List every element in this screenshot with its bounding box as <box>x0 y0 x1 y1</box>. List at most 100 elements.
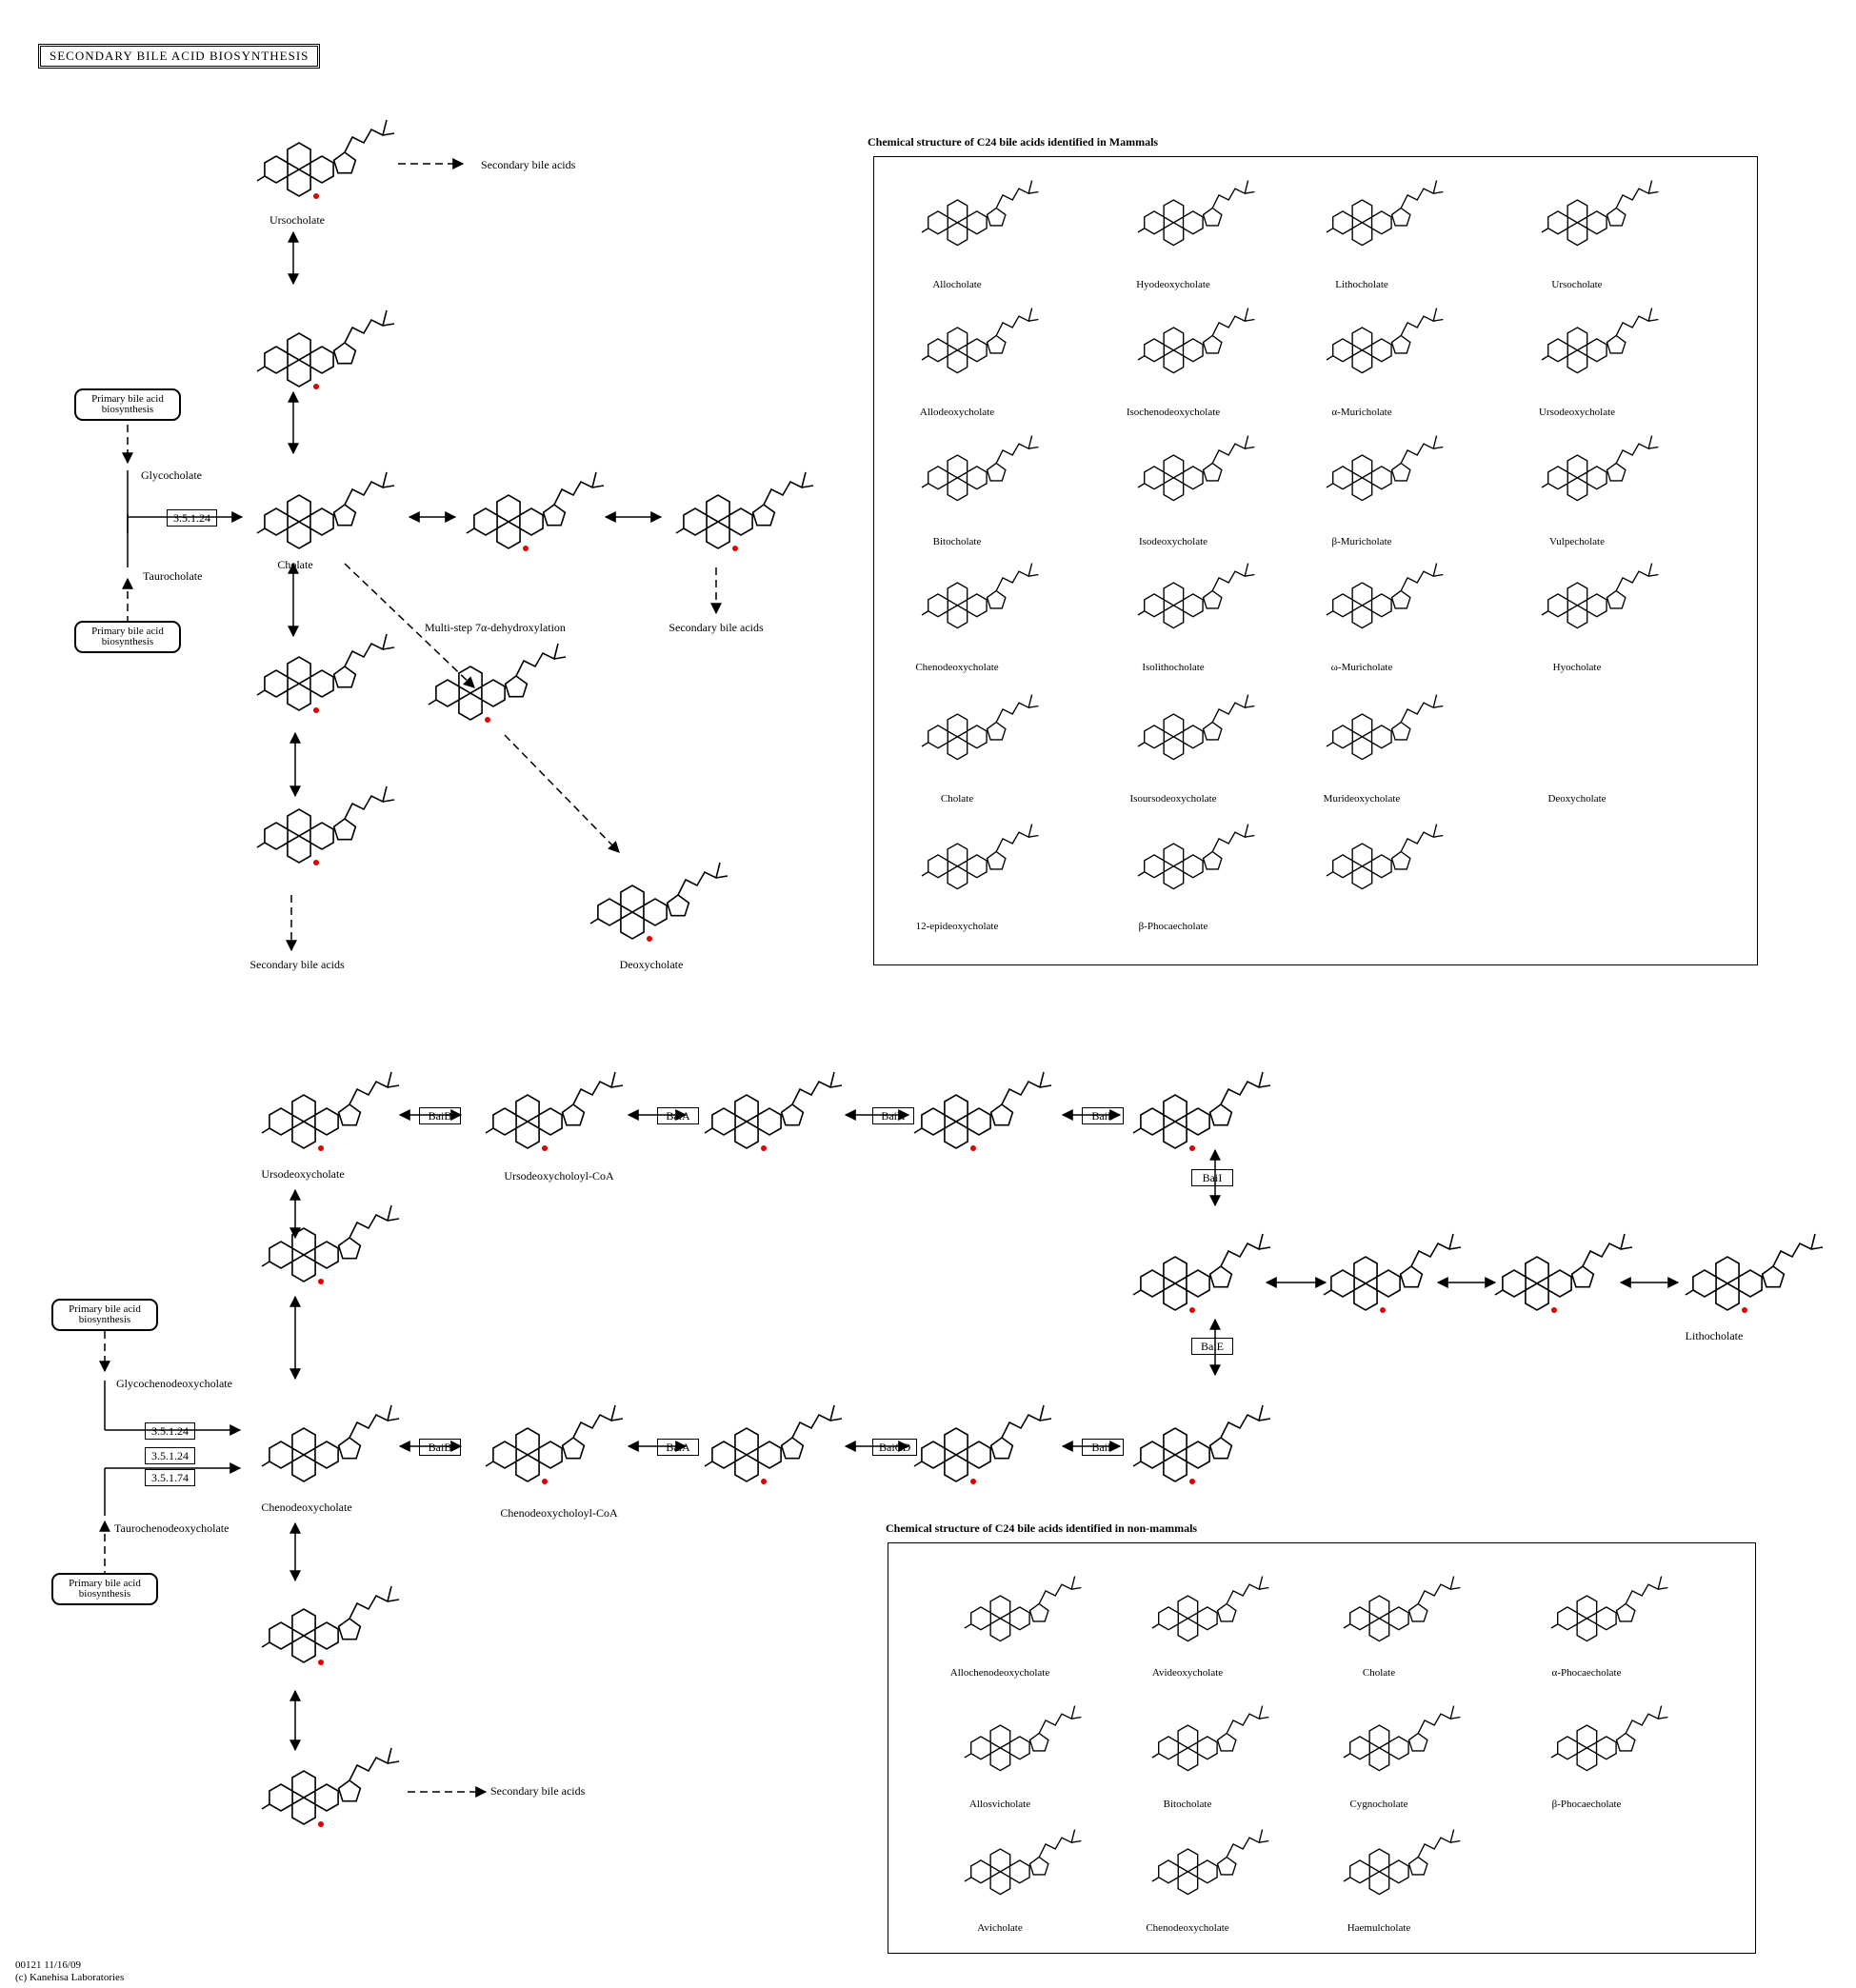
hydroxyl-bond <box>1495 1290 1503 1295</box>
highlight-mark <box>523 546 529 551</box>
mammal-bile-acid-structure <box>1542 564 1658 628</box>
side-chain <box>1227 1706 1268 1734</box>
hydroxyl-bond <box>1133 1290 1141 1295</box>
ring <box>459 693 482 720</box>
ring <box>1392 464 1410 481</box>
ring <box>292 1636 315 1662</box>
ring <box>1333 594 1353 617</box>
ring <box>1567 583 1587 606</box>
side-chain <box>573 1405 623 1438</box>
ring <box>1204 464 1222 481</box>
ring <box>1354 1257 1377 1283</box>
ring <box>1577 1596 1597 1619</box>
ring <box>269 1622 292 1649</box>
nonmammal-bile-acid-structure <box>1551 1577 1667 1641</box>
ring <box>1204 591 1222 608</box>
ring <box>1145 211 1165 234</box>
hydroxyl-bond <box>1551 1624 1558 1628</box>
ring <box>948 866 968 889</box>
hydroxyl-bond <box>1344 1624 1350 1628</box>
ring <box>1567 350 1587 373</box>
hydroxyl-bond <box>914 1128 922 1133</box>
ring <box>544 505 566 526</box>
hydroxyl-bond <box>1327 484 1333 487</box>
hydroxyl-bond <box>1542 229 1548 232</box>
mammal-bile-acid-structure <box>1542 436 1658 501</box>
ring <box>990 1725 1010 1748</box>
ring <box>1204 209 1222 226</box>
side-chain <box>345 786 394 819</box>
nonmammal-bile-acid-structure <box>1152 1706 1268 1771</box>
mammal-bile-acid-structure <box>1138 308 1254 373</box>
ring <box>1218 1858 1236 1875</box>
ring <box>292 1228 315 1255</box>
hydroxyl-bond <box>922 229 928 232</box>
side-chain <box>996 825 1038 852</box>
side-chain <box>1616 564 1658 591</box>
bai-intermediate-7 <box>705 1405 842 1484</box>
ring <box>482 680 505 706</box>
ring <box>1401 1266 1423 1287</box>
ring <box>968 1441 990 1468</box>
mammal-bile-acid-structure <box>1138 564 1254 628</box>
highlight-mark <box>318 1660 324 1665</box>
ring <box>288 836 310 863</box>
ring <box>1372 339 1392 362</box>
side-chain <box>1221 1234 1270 1266</box>
ring <box>339 1438 361 1459</box>
ring <box>265 347 288 373</box>
dehydroxylation-intermediate-structure <box>429 644 566 723</box>
ring <box>948 350 968 373</box>
mammal-bile-acid-structure <box>1542 308 1658 373</box>
hydroxyl-bond <box>262 1128 269 1133</box>
highlight-mark <box>313 707 319 713</box>
ring <box>684 508 707 535</box>
ring <box>1145 726 1165 748</box>
ring <box>1210 1438 1232 1459</box>
ring <box>288 657 310 684</box>
hydroxyl-bond <box>676 528 684 533</box>
mammal-bile-acid-structure <box>1327 308 1443 373</box>
ring <box>339 1238 361 1259</box>
ring <box>310 823 333 849</box>
nonmammal-bile-acid-structure <box>1344 1577 1460 1641</box>
hydroxyl-bond <box>257 176 265 181</box>
mammal-bile-acid-structure <box>1138 181 1254 246</box>
hydroxyl-bond <box>262 1461 269 1466</box>
ring <box>1204 852 1222 869</box>
nonmammal-bile-acid-structure <box>1152 1830 1268 1895</box>
ring <box>621 885 644 912</box>
ring <box>948 478 968 501</box>
hydroxyl-bond <box>262 1804 269 1809</box>
ring <box>945 1428 968 1455</box>
side-chain <box>996 181 1038 209</box>
ring <box>310 508 333 535</box>
oxo-cholate-structure <box>257 634 394 713</box>
side-chain <box>349 1586 399 1619</box>
side-chain <box>345 120 394 152</box>
ursocholate-structure <box>257 120 394 199</box>
hydroxyl-bond <box>429 700 436 705</box>
cholate-structure <box>257 472 394 548</box>
side-chain <box>996 695 1038 723</box>
ring <box>1184 726 1204 748</box>
highlight-mark <box>970 1145 976 1151</box>
side-chain <box>1583 1234 1632 1266</box>
ring <box>1164 1257 1187 1283</box>
highlight-mark <box>1551 1307 1557 1313</box>
ring <box>1587 467 1607 489</box>
side-chain <box>996 436 1038 464</box>
ring <box>922 1108 945 1135</box>
ring <box>991 1104 1013 1125</box>
ring <box>310 347 333 373</box>
hydroxyl-bond <box>1138 356 1145 360</box>
ring <box>1159 1860 1179 1883</box>
ring <box>928 855 948 878</box>
highlight-mark <box>761 1479 767 1484</box>
hydroxyl-bond <box>1327 872 1333 876</box>
ring <box>315 1784 338 1811</box>
side-chain <box>345 310 394 343</box>
ring <box>1145 855 1165 878</box>
ring <box>1617 1734 1635 1751</box>
ring <box>1352 350 1372 373</box>
